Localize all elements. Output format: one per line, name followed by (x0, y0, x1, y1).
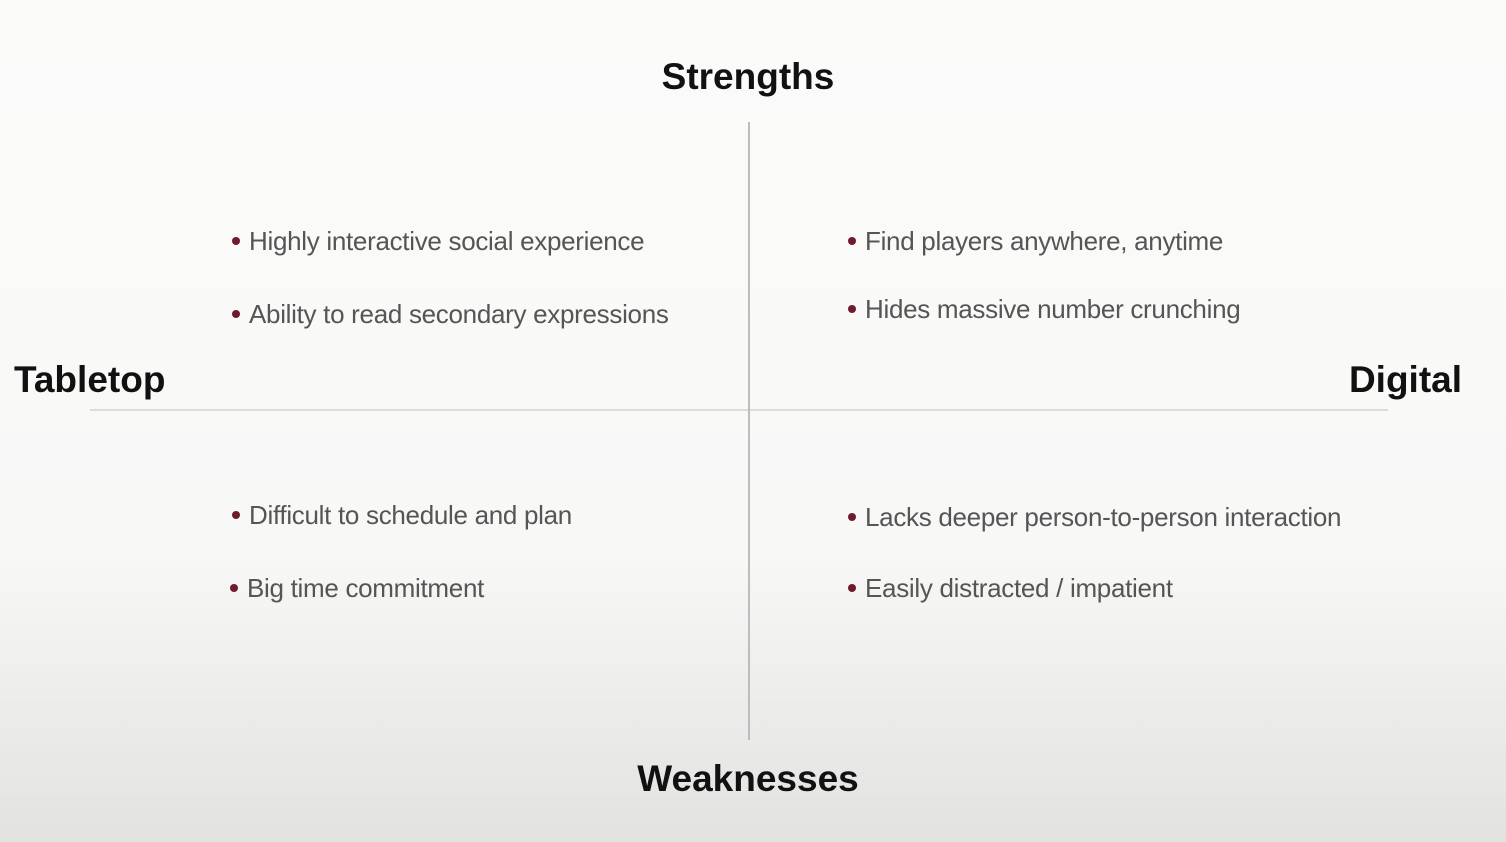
list-item: Difficult to schedule and plan (232, 502, 572, 528)
list-item: Hides massive number crunching (848, 296, 1241, 322)
list-item: Ability to read secondary expressions (232, 301, 669, 327)
bullet-icon (848, 237, 856, 245)
bullet-icon (232, 511, 240, 519)
axis-label-tabletop: Tabletop (14, 359, 166, 400)
list-item: Lacks deeper person-to-person interactio… (848, 504, 1342, 530)
list-item: Highly interactive social experience (232, 228, 645, 254)
list-item: Big time commitment (230, 575, 484, 601)
bullet-icon (848, 305, 856, 313)
list-item: Find players anywhere, anytime (848, 228, 1223, 254)
bullet-icon (232, 237, 240, 245)
bullet-icon (232, 310, 240, 318)
bullet-icon (848, 584, 856, 592)
bullet-icon (230, 584, 238, 592)
horizontal-axis-line (90, 409, 1388, 411)
vertical-axis-line (748, 122, 750, 740)
list-item: Easily distracted / impatient (848, 575, 1173, 601)
axis-label-digital: Digital (1348, 359, 1462, 400)
axis-label-strengths: Strengths (661, 56, 835, 97)
bullet-icon (848, 513, 856, 521)
axis-label-weaknesses: Weaknesses (637, 758, 859, 799)
